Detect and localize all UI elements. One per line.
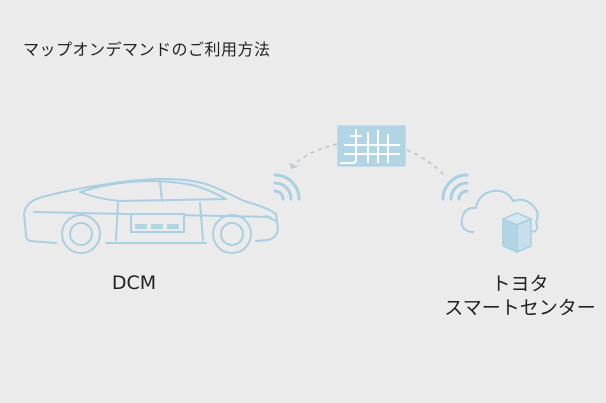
car-label: DCM bbox=[111, 272, 157, 294]
center-label: トヨタ スマートセンター bbox=[430, 272, 606, 320]
car-icon bbox=[23, 178, 279, 254]
center-label-line2: スマートセンター bbox=[444, 297, 596, 319]
dcm-unit-icon bbox=[130, 213, 185, 233]
wifi-signal-icon bbox=[273, 173, 301, 201]
wifi-signal-icon bbox=[441, 173, 469, 201]
server-icon bbox=[501, 212, 533, 254]
dashed-arrow-icon bbox=[291, 143, 445, 176]
arrow-head-icon bbox=[289, 162, 298, 169]
page-title: マップオンデマンドのご利用方法 bbox=[23, 40, 271, 59]
center-label-line1: トヨタ bbox=[491, 273, 549, 295]
map-icon bbox=[337, 125, 406, 167]
